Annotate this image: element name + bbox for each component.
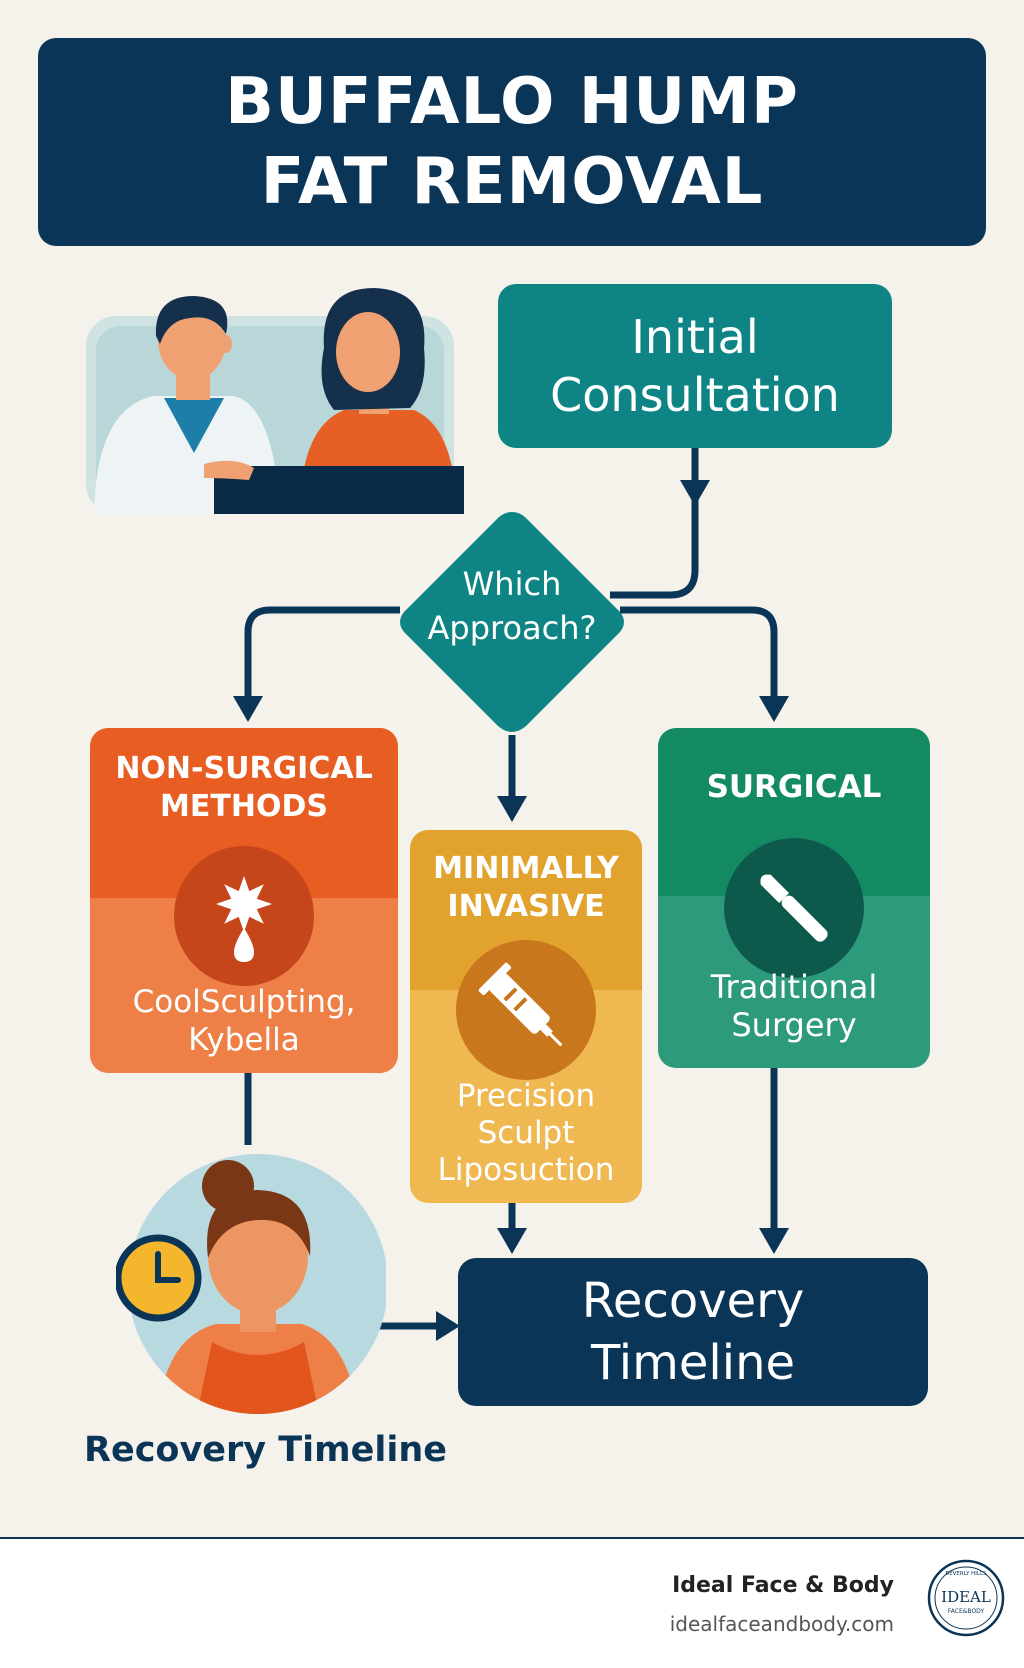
logo-top-text: BEVERLY HILLS	[945, 1571, 987, 1577]
snowflake-drop-icon	[174, 846, 314, 986]
brand-url[interactable]: idealfaceandbody.com	[669, 1612, 894, 1636]
desk	[214, 466, 464, 514]
arrowhead	[759, 1228, 789, 1254]
scalpel-icon	[724, 838, 864, 978]
connector-to-surgical	[620, 606, 778, 700]
recovery-caption: Recovery Timeline	[84, 1430, 448, 1470]
woman-figure	[156, 1288, 360, 1414]
syringe-icon	[456, 940, 596, 1080]
consultation-illustration	[86, 288, 464, 514]
arrowhead	[497, 1228, 527, 1254]
arrowhead	[436, 1311, 460, 1341]
consultation-line-2: Consultation	[550, 368, 840, 422]
brand-logo: BEVERLY HILLS IDEAL FACE&BODY	[927, 1559, 1005, 1637]
recovery-illustration	[116, 1154, 386, 1414]
arrowhead	[497, 796, 527, 822]
surgical-sub: Traditional Surgery	[710, 968, 878, 1044]
recovery-line-1: Recovery	[581, 1273, 805, 1329]
minimally-invasive-label: MINIMALLY INVASIVE	[433, 851, 619, 924]
initial-consultation-box: Initial Consultation	[498, 284, 892, 448]
decision-text: Which Approach?	[394, 562, 630, 650]
non-surgical-sub: CoolSculpting, Kybella	[132, 984, 356, 1058]
non-surgical-label: NON-SURGICAL METHODS	[115, 751, 373, 824]
minimally-invasive-sub: Precision Sculpt Liposuction	[437, 1078, 615, 1188]
decision-line-1: Which	[462, 565, 562, 603]
surgical-card: SURGICAL Traditional Surgery	[658, 728, 930, 1068]
logo-sub-text: FACE&BODY	[948, 1608, 985, 1615]
arrowhead	[680, 480, 710, 506]
recovery-line-2: Timeline	[590, 1335, 796, 1391]
minimally-invasive-card: MINIMALLY INVASIVE Precision Sculpt Lipo…	[410, 830, 642, 1203]
arrowhead	[233, 696, 263, 722]
decision-diamond	[400, 512, 624, 732]
logo-text: IDEAL	[941, 1588, 991, 1606]
footer	[0, 1537, 1024, 1668]
non-surgical-card: NON-SURGICAL METHODS CoolSculpting, Kybe…	[90, 728, 398, 1073]
recovery-timeline-box: Recovery Timeline	[458, 1258, 928, 1406]
consultation-line-1: Initial	[631, 310, 759, 364]
title-line-1: BUFFALO HUMP	[225, 65, 799, 139]
connector-to-nonsurgical	[244, 606, 400, 700]
title-banner: BUFFALO HUMP FAT REMOVAL	[38, 38, 986, 246]
brand-name: Ideal Face & Body	[672, 1573, 894, 1598]
decision-line-2: Approach?	[427, 609, 597, 647]
surgical-label: SURGICAL	[706, 769, 882, 805]
hair-bun	[202, 1160, 254, 1212]
connector-consult-to-decision	[610, 448, 699, 599]
title-line-2: FAT REMOVAL	[260, 145, 764, 219]
arrowhead	[759, 696, 789, 722]
